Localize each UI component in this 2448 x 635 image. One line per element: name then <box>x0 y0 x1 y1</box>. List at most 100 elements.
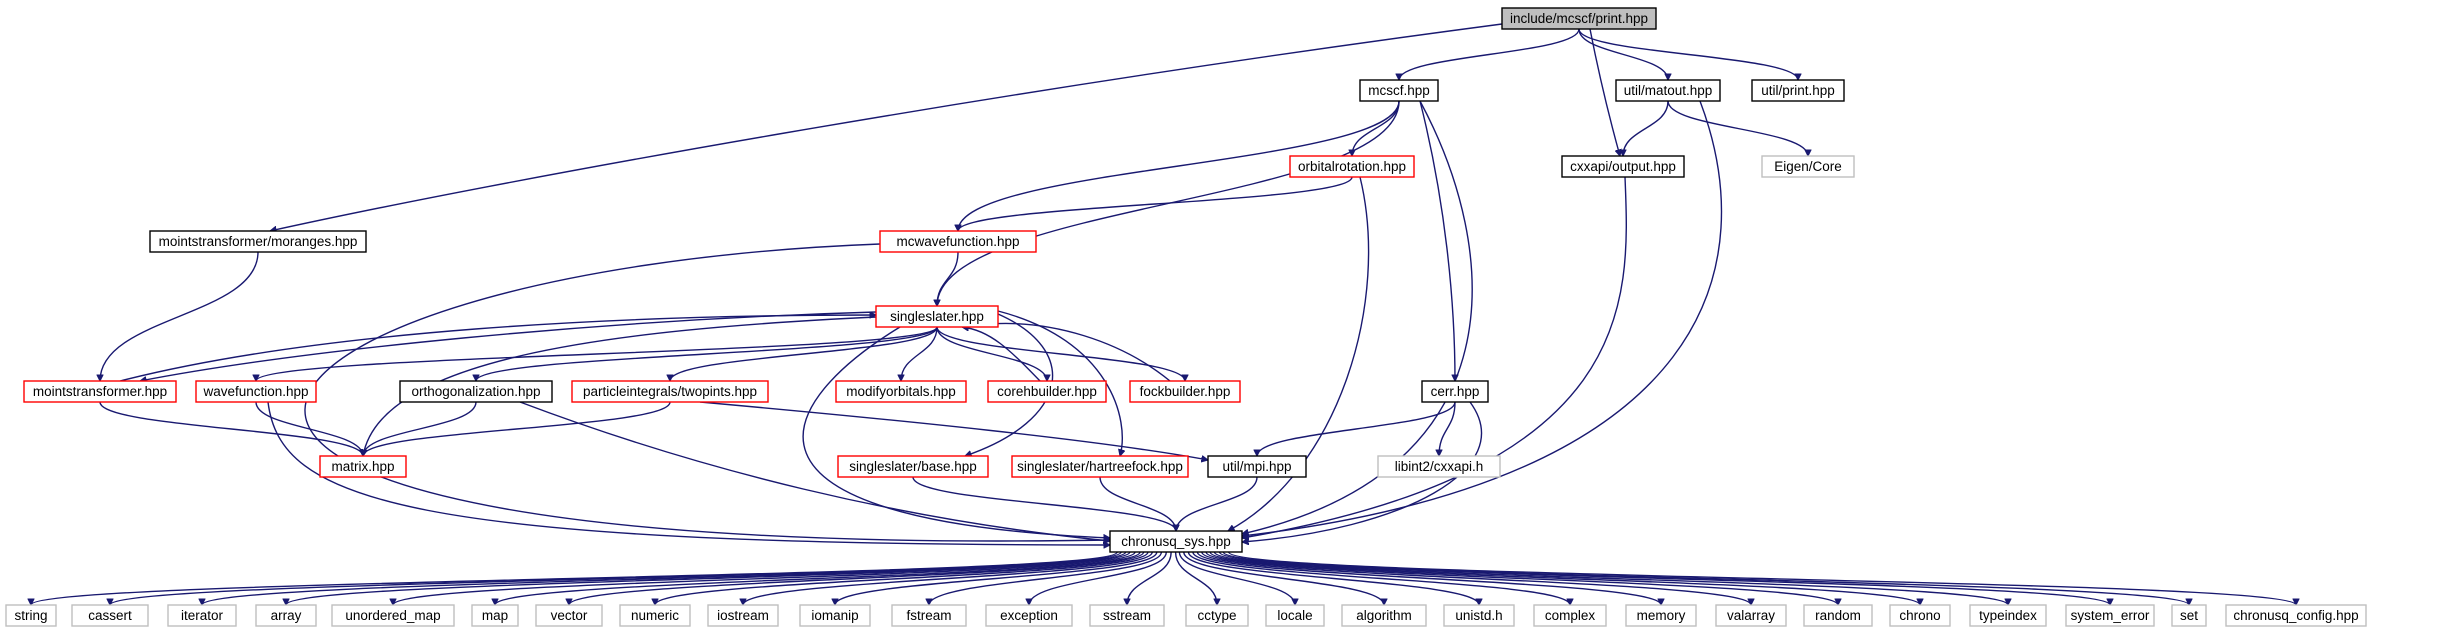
node-label: numeric <box>631 608 679 623</box>
edge-wavefunction-to-chronusq <box>267 401 1110 545</box>
edge-cerr-to-mpi <box>1257 401 1456 456</box>
edge-orthog-to-chronusq <box>519 401 1110 541</box>
node-s-cctype: cctype <box>1185 604 1249 627</box>
edge-mointstrans-to-matrix <box>99 401 363 456</box>
node-wavefunction[interactable]: wavefunction.hpp <box>195 380 317 403</box>
edge-chronusq-to-s_fstream <box>929 551 1163 605</box>
node-label: chrono <box>1899 608 1940 623</box>
node-label: orbitalrotation.hpp <box>1298 159 1406 174</box>
node-label: singleslater/hartreefock.hpp <box>1017 459 1183 474</box>
node-label: fockbuilder.hpp <box>1140 384 1231 399</box>
node-s-set: set <box>2171 604 2207 627</box>
node-label: sstream <box>1103 608 1151 623</box>
node-box <box>331 604 455 627</box>
node-box <box>255 604 317 627</box>
nodes-layer: include/mcscf/print.hpp mcscf.hpp util/mat… <box>5 7 2367 627</box>
edge-matout-to-eigencore <box>1667 100 1808 156</box>
node-chronusq[interactable]: chronusq_sys.hpp <box>1109 530 1243 553</box>
edge-chronusq-to-s_array <box>286 551 1131 606</box>
node-label: string <box>14 608 47 623</box>
node-corehb[interactable]: corehbuilder.hpp <box>987 380 1107 403</box>
node-label: random <box>1815 608 1861 623</box>
node-box <box>5 604 57 627</box>
node-s-exception: exception <box>985 604 1073 627</box>
edge-orthog-to-matrix <box>363 401 477 456</box>
node-label: memory <box>1637 608 1686 623</box>
node-box <box>1289 155 1415 178</box>
node-box <box>1011 455 1189 478</box>
edge-mcscf-to-chronusq <box>1242 100 1473 534</box>
node-box <box>71 604 149 627</box>
node-box <box>1751 79 1845 102</box>
edge-orbrot-to-chronusq <box>1228 176 1370 532</box>
node-matrix[interactable]: matrix.hpp <box>319 455 407 478</box>
edge-chronusq-to-s_chrono <box>1209 551 1920 606</box>
node-box <box>149 230 367 253</box>
node-s-unistd: unistd.h <box>1443 604 1515 627</box>
edge-mcscf-to-cerr <box>1419 100 1455 381</box>
node-box <box>195 380 317 403</box>
edge-matout-to-chronusq <box>1242 100 1723 536</box>
node-box <box>1185 604 1249 627</box>
node-mointstrans[interactable]: mointstransformer.hpp <box>23 380 177 403</box>
node-s-typeindex: typeindex <box>1969 604 2047 627</box>
node-s-unordered-map: unordered_map <box>331 604 455 627</box>
edge-chronusq-to-s_unistd <box>1187 551 1479 605</box>
node-box <box>1443 604 1515 627</box>
node-box <box>799 604 871 627</box>
edge-singleslater-to-wavefunction <box>256 326 938 382</box>
edge-cerr-to-chronusq <box>1242 401 1483 542</box>
node-utilprint[interactable]: util/print.hpp <box>1751 79 1845 102</box>
node-box <box>399 380 553 403</box>
node-ssbase[interactable]: singleslater/base.hpp <box>837 455 989 478</box>
node-matout[interactable]: util/matout.hpp <box>1615 79 1721 102</box>
edge-chronusq-to-s_valarray <box>1201 551 1751 606</box>
node-box <box>167 604 237 627</box>
node-box <box>1533 604 1607 627</box>
node-singleslater[interactable]: singleslater.hpp <box>875 305 999 328</box>
node-label: system_error <box>2071 608 2150 623</box>
node-orbrot[interactable]: orbitalrotation.hpp <box>1289 155 1415 178</box>
node-label: locale <box>1277 608 1312 623</box>
node-box <box>1421 380 1489 403</box>
edge-chronusq-to-s_algorithm <box>1183 551 1384 605</box>
edge-mcwf-to-singleslater <box>937 251 959 306</box>
node-box <box>1501 7 1657 30</box>
node-box <box>1359 79 1439 102</box>
node-s-memory: memory <box>1625 604 1697 627</box>
node-print[interactable]: include/mcscf/print.hpp <box>1501 7 1657 30</box>
node-label: typeindex <box>1979 608 2037 623</box>
node-output[interactable]: cxxapi/output.hpp <box>1561 155 1685 178</box>
edge-cerr-to-libint <box>1439 401 1456 456</box>
node-label: vector <box>551 608 588 623</box>
node-box <box>1889 604 1951 627</box>
node-modifyorb[interactable]: modifyorbitals.hpp <box>835 380 967 403</box>
edge-wavefunction-to-matrix <box>255 401 363 456</box>
node-label: util/print.hpp <box>1761 83 1835 98</box>
node-mcwf[interactable]: mcwavefunction.hpp <box>879 230 1037 253</box>
node-s-iterator: iterator <box>167 604 237 627</box>
node-fockb[interactable]: fockbuilder.hpp <box>1129 380 1241 403</box>
node-s-array: array <box>255 604 317 627</box>
node-box <box>1761 155 1855 178</box>
node-mcscf[interactable]: mcscf.hpp <box>1359 79 1439 102</box>
node-moranges[interactable]: mointstransformer/moranges.hpp <box>149 230 367 253</box>
node-eigencore: Eigen/Core <box>1761 155 1855 178</box>
edge-sshf-to-chronusq <box>1099 476 1176 531</box>
node-sshf[interactable]: singleslater/hartreefock.hpp <box>1011 455 1189 478</box>
edge-twopints-to-matrix <box>363 401 671 456</box>
edge-chronusq-to-s_iomanip <box>835 551 1158 605</box>
node-orthog[interactable]: orthogonalization.hpp <box>399 380 553 403</box>
node-box <box>1129 380 1241 403</box>
node-label: orthogonalization.hpp <box>411 384 540 399</box>
node-mpi[interactable]: util/mpi.hpp <box>1207 455 1307 478</box>
node-box <box>619 604 691 627</box>
node-twopints[interactable]: particleintegrals/twopints.hpp <box>571 380 769 403</box>
node-label: array <box>271 608 302 623</box>
node-cerr[interactable]: cerr.hpp <box>1421 380 1489 403</box>
edge-singleslater-to-corehb <box>936 326 1047 381</box>
edge-chronusq-to-s_system_error <box>1218 551 2110 606</box>
node-label: wavefunction.hpp <box>202 384 308 399</box>
node-s-sstream: sstream <box>1089 604 1165 627</box>
